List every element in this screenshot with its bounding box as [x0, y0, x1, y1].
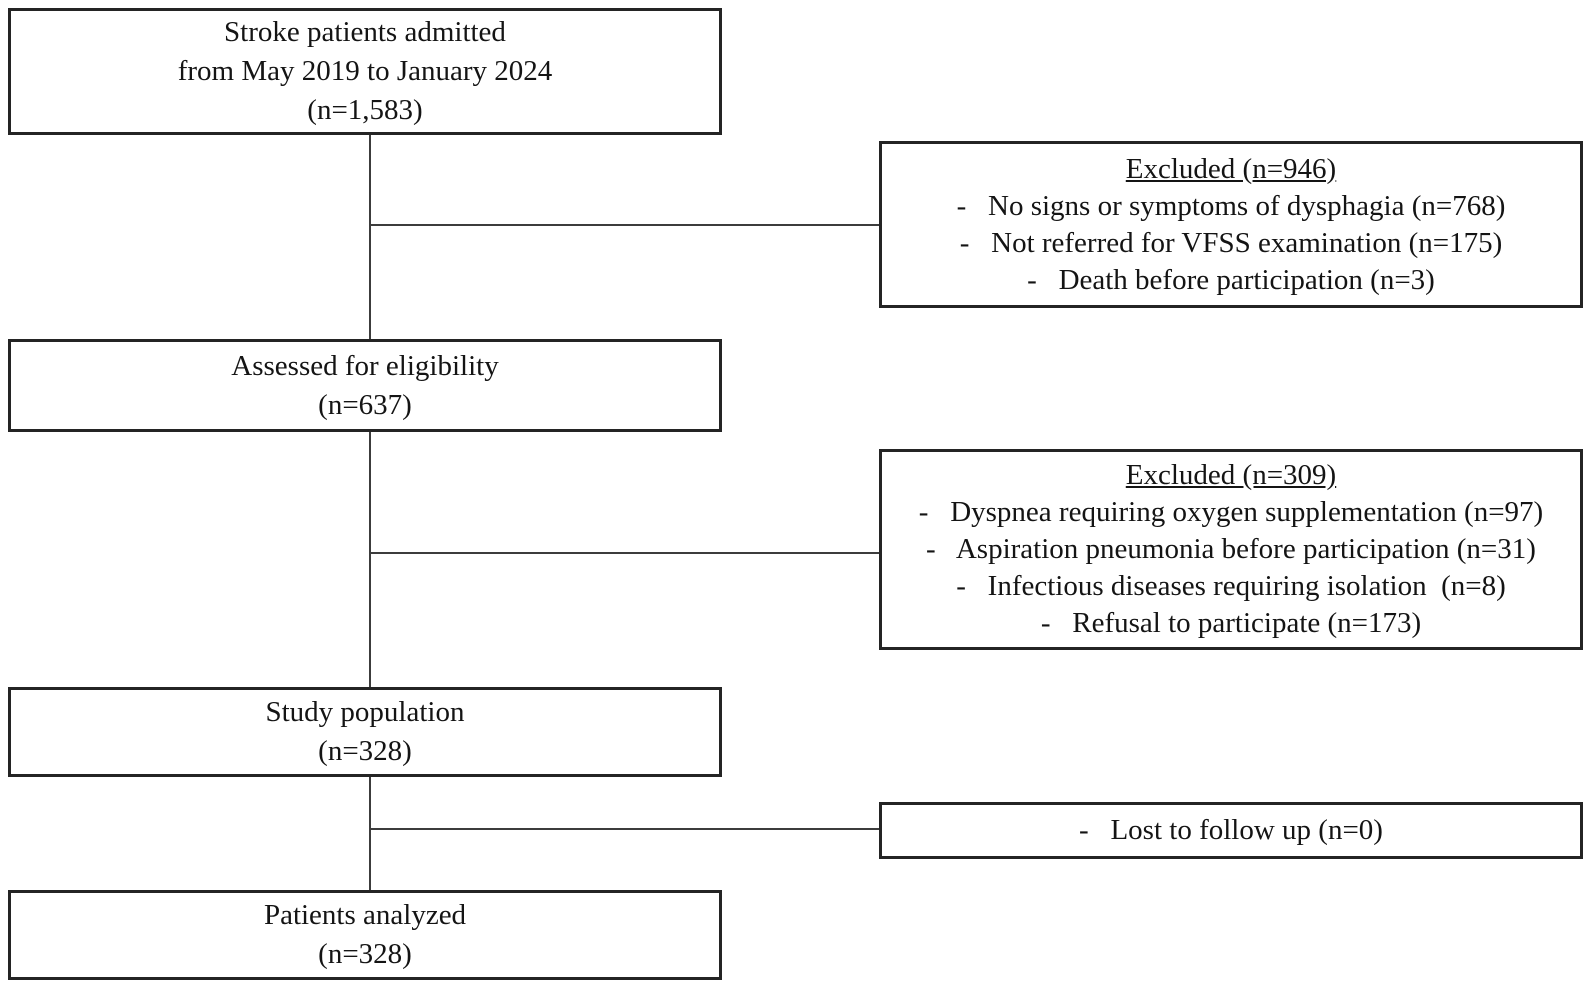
patients-analyzed-line-1: Patients analyzed [263, 899, 467, 931]
lost-to-follow-up-box: - Lost to follow up (n=0) [879, 802, 1583, 859]
study-population-count: (n=328) [318, 735, 412, 767]
connector-vertical-study-to-analyzed [369, 775, 371, 892]
excluded-309-item-1: - Dyspnea requiring oxygen supplementati… [918, 496, 1544, 528]
excluded-309-item-3: - Infectious diseases requiring isolatio… [956, 570, 1506, 602]
assessed-line-1: Assessed for eligibility [231, 349, 499, 382]
excluded-309-title: Excluded (n=309) [1125, 459, 1337, 491]
admitted-line-2: from May 2019 to January 2024 [177, 55, 553, 87]
study-population-box: Study population (n=328) [8, 687, 722, 777]
excluded-309-item-2: - Aspiration pneumonia before participat… [926, 533, 1536, 565]
patients-analyzed-box: Patients analyzed (n=328) [8, 890, 722, 980]
excluded-946-box: Excluded (n=946) - No signs or symptoms … [879, 141, 1583, 308]
excluded-309-box: Excluded (n=309) - Dyspnea requiring oxy… [879, 449, 1583, 650]
excluded-946-item-3: - Death before participation (n=3) [1027, 263, 1435, 296]
assessed-box: Assessed for eligibility (n=637) [8, 339, 722, 432]
connector-branch-excluded-2 [369, 552, 881, 554]
connector-branch-excluded-1 [369, 224, 881, 226]
lost-to-follow-up-item: - Lost to follow up (n=0) [1079, 814, 1383, 846]
admitted-count: (n=1,583) [307, 94, 423, 126]
excluded-309-item-4: - Refusal to participate (n=173) [1040, 607, 1422, 639]
patients-analyzed-count: (n=328) [318, 938, 412, 970]
assessed-count: (n=637) [318, 388, 412, 421]
excluded-946-title: Excluded (n=946) [1125, 152, 1337, 185]
connector-vertical-admitted-to-assessed [369, 133, 371, 342]
excluded-946-item-1: - No signs or symptoms of dysphagia (n=7… [956, 189, 1506, 222]
connector-branch-lost-to-follow-up [369, 828, 881, 830]
connector-vertical-assessed-to-study [369, 430, 371, 690]
study-population-line-1: Study population [265, 696, 465, 728]
admitted-line-1: Stroke patients admitted [224, 16, 506, 48]
excluded-946-item-2: - Not referred for VFSS examination (n=1… [959, 226, 1503, 259]
admitted-box: Stroke patients admitted from May 2019 t… [8, 8, 722, 135]
